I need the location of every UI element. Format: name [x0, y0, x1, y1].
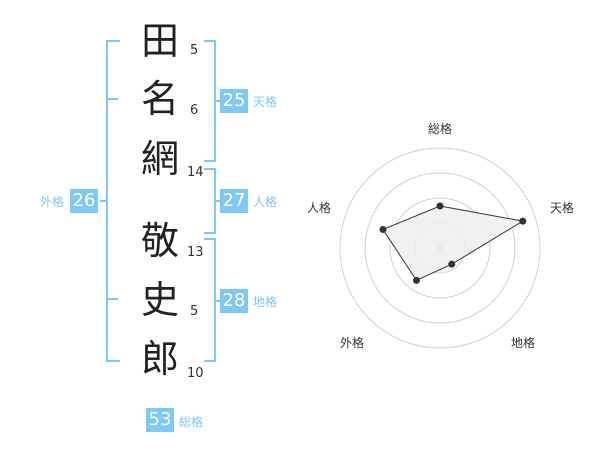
radar-label-left: 人格 [307, 201, 332, 215]
chikaku-bracket [204, 238, 216, 362]
radar-point-4 [412, 276, 420, 284]
stroke-count-5: 5 [190, 304, 199, 319]
radar-point-1 [436, 202, 444, 210]
gaikaku-bracket-tick [100, 200, 108, 202]
radar-ring-2 [389, 197, 491, 299]
jinkaku-label: 人格 [253, 195, 278, 209]
radar-ring-4 [339, 147, 541, 349]
soukaku-label: 総格 [179, 415, 204, 429]
jinkaku-bracket [204, 168, 216, 234]
stroke-count-2: 6 [190, 103, 199, 118]
radar-point-3 [448, 260, 456, 268]
tenkaku-score: 25 [220, 89, 248, 113]
radar-label-bottom-right: 地格 [511, 336, 536, 350]
gaikaku-bracket-inner-tick-1 [108, 98, 118, 100]
name-char-3: 網 [140, 137, 179, 181]
radar-point-2 [519, 217, 527, 225]
soukaku-score: 53 [146, 408, 174, 432]
gaikaku-label: 外格 [40, 195, 65, 209]
tenkaku-label: 天格 [253, 95, 278, 109]
stroke-count-6: 10 [187, 366, 204, 381]
name-char-2: 名 [140, 77, 179, 121]
stroke-count-4: 13 [187, 245, 204, 260]
name-char-1: 田 [140, 19, 179, 63]
radar-point-5 [379, 225, 387, 233]
chikaku-score: 28 [220, 289, 248, 313]
jinkaku-bracket-tick [216, 200, 222, 202]
chikaku-bracket-tick [216, 300, 222, 302]
tenkaku-bracket [204, 40, 216, 162]
jinkaku-score: 27 [220, 189, 248, 213]
radar-label-top: 総格 [428, 122, 453, 136]
chikaku-label: 地格 [253, 295, 278, 309]
radar-polygon [382, 205, 525, 281]
gaikaku-bracket-inner-tick-2 [108, 298, 118, 300]
radar-label-right: 天格 [550, 201, 575, 215]
tenkaku-bracket-tick [216, 100, 222, 102]
name-char-5: 史 [140, 278, 179, 322]
gaikaku-score: 26 [70, 189, 98, 213]
name-char-4: 敬 [140, 219, 179, 263]
radar-ring-3 [364, 172, 516, 324]
name-char-6: 郎 [140, 337, 179, 381]
stroke-count-3: 14 [187, 165, 204, 180]
radar-label-bottom-left: 外格 [340, 336, 365, 350]
stroke-count-1: 5 [190, 43, 199, 58]
